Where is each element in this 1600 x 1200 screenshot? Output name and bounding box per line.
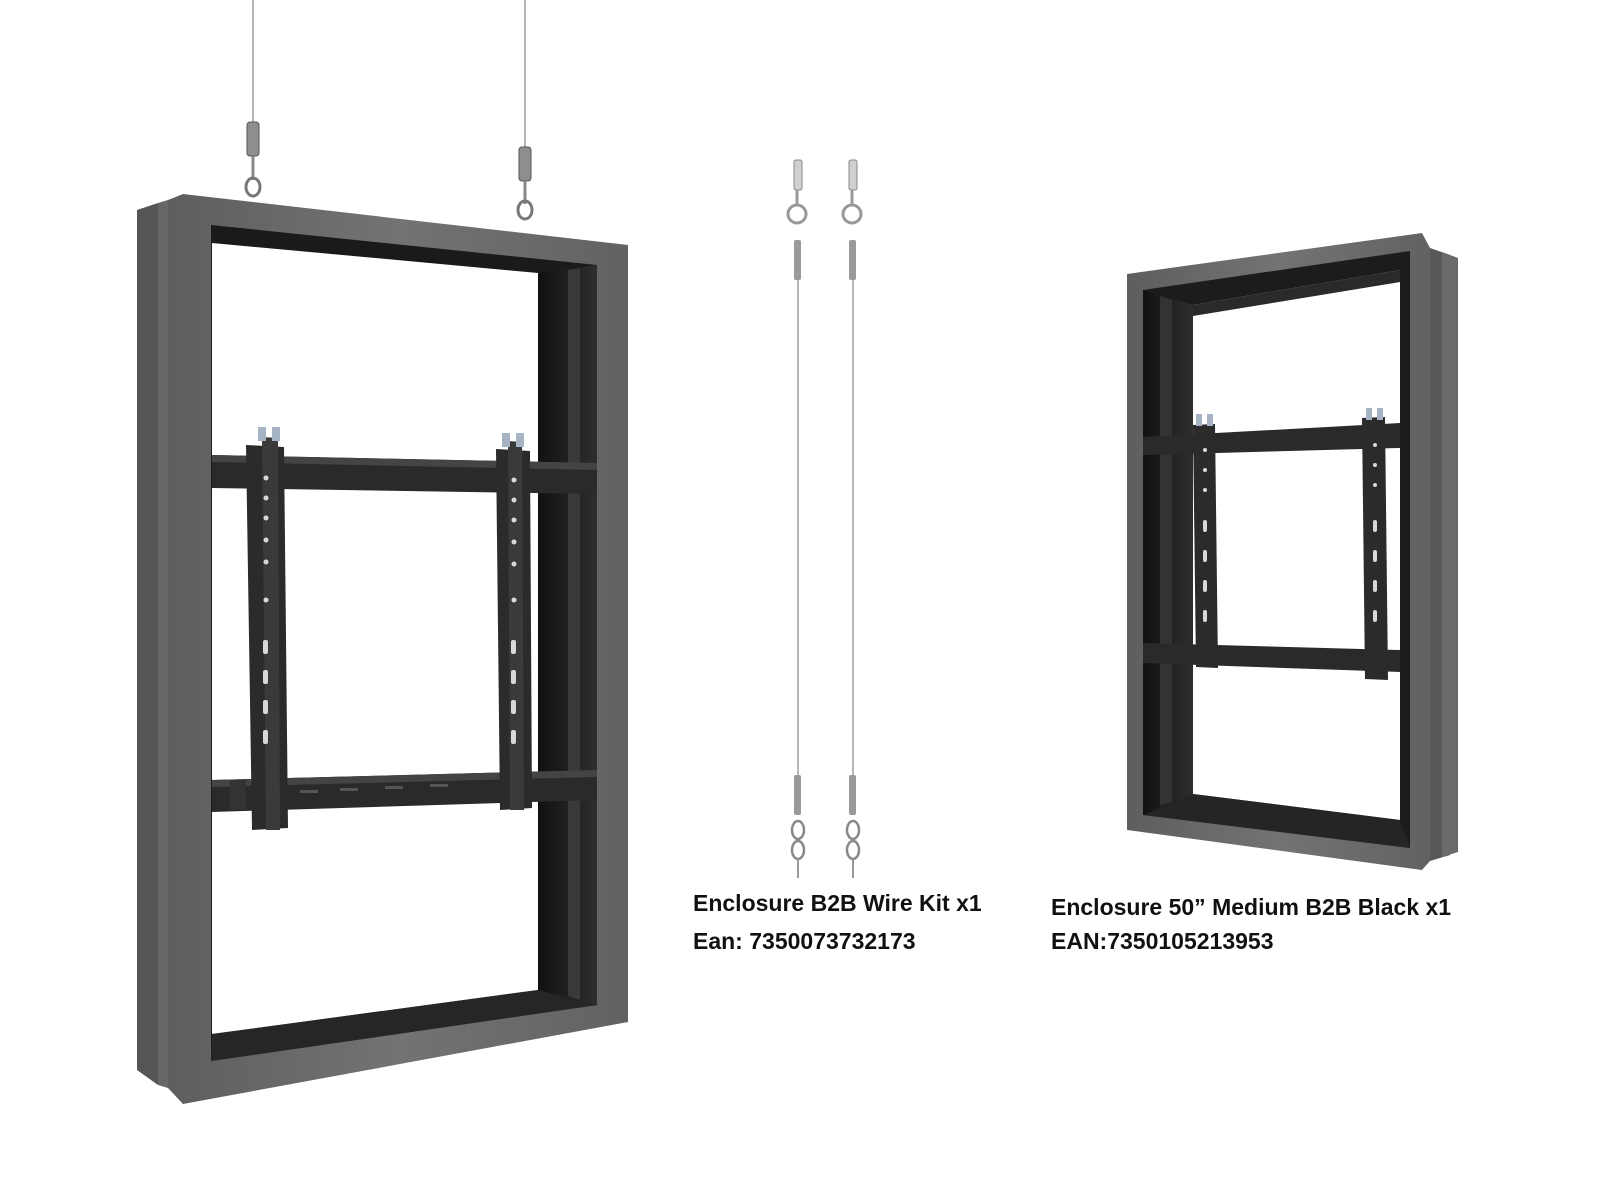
wire-kit-title: Enclosure B2B Wire Kit x1 — [693, 890, 982, 916]
wire-kit — [786, 159, 863, 878]
mounting-bracket-right — [496, 433, 532, 810]
enclosure-title: Enclosure 50” Medium B2B Black x1 — [1051, 894, 1452, 920]
wire-kit-ean: Ean: 7350073732173 — [693, 928, 916, 954]
enclosure-ean: EAN:7350105213953 — [1051, 928, 1274, 954]
mounting-bracket-left — [246, 427, 288, 830]
enclosure-50-medium — [1127, 233, 1458, 870]
hanging-enclosure — [137, 0, 628, 1104]
